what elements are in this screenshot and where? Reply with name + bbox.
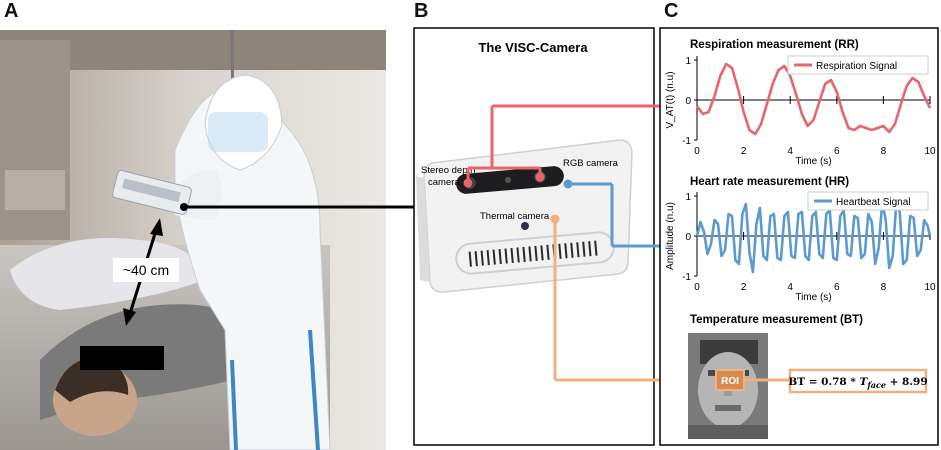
formula-var: T (860, 376, 869, 388)
formula-box (788, 368, 928, 394)
x-tick-label: 0 (694, 146, 700, 157)
x-tick-label: 2 (741, 282, 747, 293)
y-axis-label: Amplitude (n.u) (665, 202, 676, 270)
visc-camera-drawing (416, 139, 633, 293)
label-thermal-camera: Thermal camera (480, 211, 550, 222)
x-tick-label: 6 (834, 282, 840, 293)
face-censor-bar (80, 346, 164, 370)
photo-blue-tape-left (230, 359, 238, 450)
series-line-1 (695, 200, 932, 274)
formula-prefix: BT = 0.78 * (788, 376, 859, 388)
label-rgb-camera: RGB camera (563, 158, 619, 169)
temp-title: Temperature measurement (BT) (690, 314, 863, 326)
photo-pillow (10, 238, 205, 310)
photo-face-shield (208, 112, 268, 152)
panel-c-frame (659, 27, 939, 446)
label-stereo-line1: Stereo depth (421, 165, 475, 176)
thermal-dot (550, 214, 560, 224)
panel-b-frame (413, 27, 655, 446)
x-tick-label: 6 (834, 146, 840, 157)
series-line-0 (695, 62, 932, 136)
stereo-dot-2 (535, 172, 545, 182)
legend-label: Heartbeat Signal (836, 197, 911, 208)
x-tick-label: 0 (694, 282, 700, 293)
y-tick-label: 0 (685, 96, 691, 107)
rgb-dot (563, 179, 573, 189)
legend-label: Respiration Signal (816, 61, 897, 72)
legend-box (787, 55, 929, 75)
formula-suffix: + 8.99 (886, 376, 928, 388)
y-tick-label: -1 (682, 272, 691, 283)
y-tick-label: 1 (685, 192, 691, 203)
distance-arrowhead-bottom (123, 308, 136, 326)
panel-b-letter: B (414, 0, 429, 22)
panel-a-letter: A (4, 0, 19, 22)
hr-chart-title: Heart rate measurement (HR) (690, 176, 849, 188)
x-tick-label: 4 (787, 282, 793, 293)
x-tick-label: 10 (924, 146, 936, 157)
x-tick-label: 2 (741, 146, 747, 157)
roi-label: ROI (721, 376, 739, 387)
x-tick-label: 8 (881, 146, 887, 157)
y-tick-label: 0 (685, 232, 691, 243)
heartbeat-connector (568, 182, 660, 248)
formula-sub: face (866, 380, 886, 390)
x-tick-label: 8 (881, 282, 887, 293)
stereo-dot (463, 178, 473, 188)
panel-b-title: The VISC-Camera (478, 40, 588, 55)
x-axis-label: Time (s) (795, 292, 831, 303)
panel-c-letter: C (664, 0, 679, 22)
x-tick-label: 4 (787, 146, 793, 157)
photo-camera-vents (122, 178, 181, 203)
distance-label: ~40 cm (123, 262, 169, 278)
photo-radiator (5, 170, 65, 210)
y-tick-label: 1 (685, 56, 691, 67)
distance-arrowhead-top (150, 218, 163, 236)
clinical-photo: ~40 cm (0, 30, 386, 450)
resp-chart-title: Respiration measurement (RR) (690, 39, 859, 51)
thermal-connector (553, 219, 660, 382)
x-axis-label: Time (s) (795, 156, 831, 167)
bt-formula: BT = 0.78 * Tface + 8.99 (788, 376, 927, 390)
label-stereo-line2: camera (428, 177, 460, 188)
photo-blue-tape-right (308, 329, 320, 450)
x-tick-label: 10 (924, 282, 936, 293)
y-tick-label: -1 (682, 136, 691, 147)
y-axis-label: V_AT(t) (n.u) (665, 71, 676, 128)
distance-label-box (113, 258, 179, 282)
legend-box (807, 191, 929, 211)
